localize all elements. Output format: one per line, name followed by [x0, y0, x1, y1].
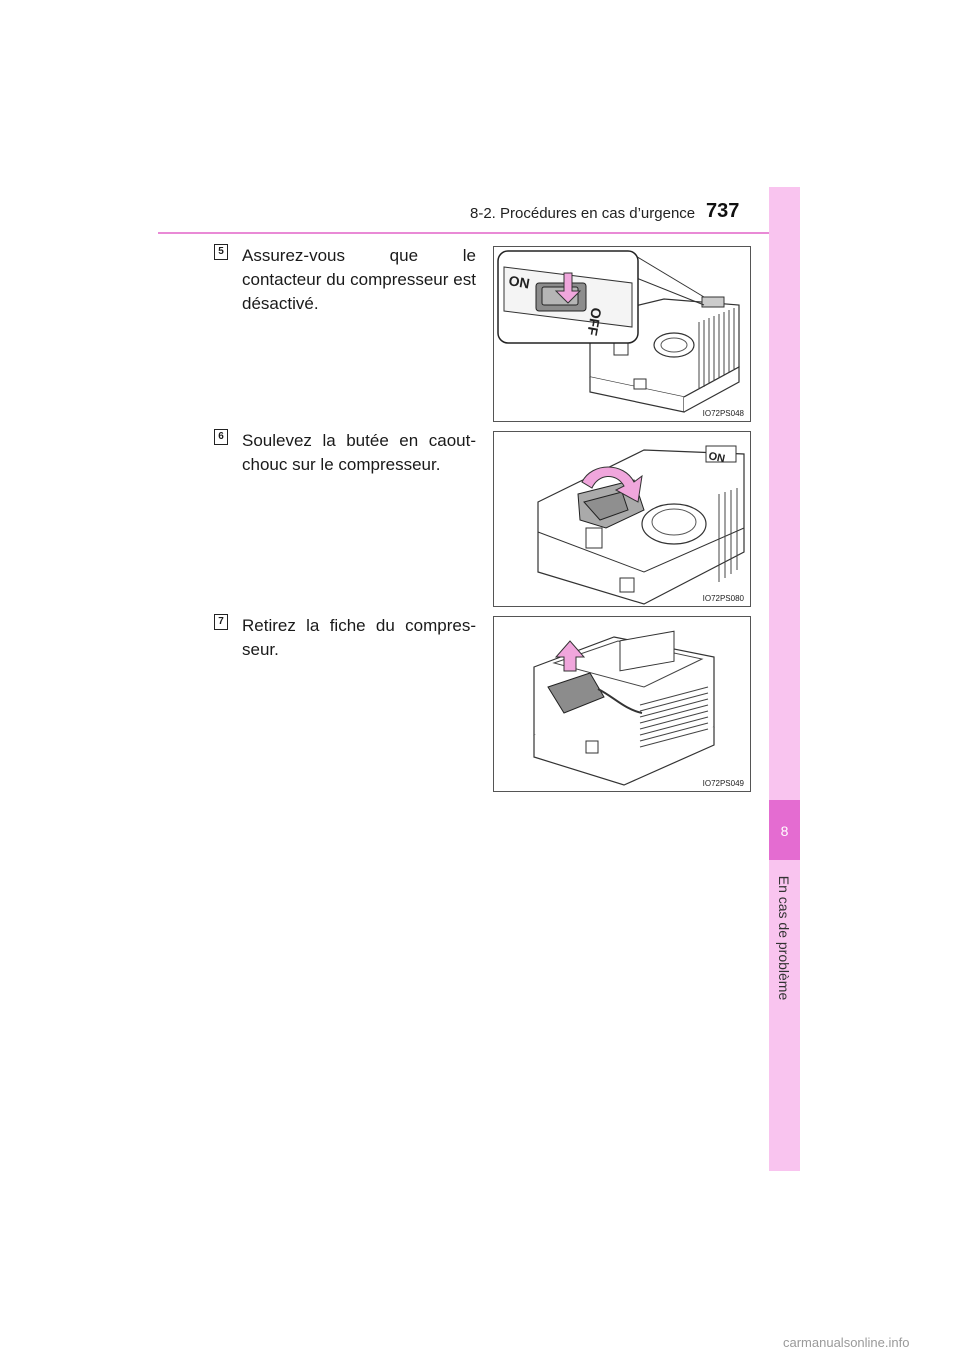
chapter-side-tab — [769, 187, 800, 1171]
figure-code: IO72PS049 — [702, 779, 744, 788]
on-label: ON — [707, 450, 726, 465]
figure-code: IO72PS048 — [702, 409, 744, 418]
step-number: 6 — [214, 429, 228, 445]
step-text: Retirez la fiche du compres-seur. — [242, 616, 476, 659]
page-number: 737 — [706, 200, 740, 222]
step-number: 5 — [214, 244, 228, 260]
on-label: ON — [507, 272, 530, 291]
chapter-tab-marker — [769, 800, 800, 860]
figure-code: IO72PS080 — [702, 594, 744, 603]
compressor-plug-illustration — [533, 630, 715, 786]
header-divider — [158, 232, 800, 234]
chapter-title: En cas de problème — [776, 875, 792, 1001]
rubber-stopper-illustration: ON — [537, 445, 745, 605]
chapter-number: 8 — [780, 823, 789, 839]
step-number: 7 — [214, 614, 228, 630]
step-text: Assurez-vous que le contacteur du compre… — [242, 246, 476, 313]
figure-compressor-switch: ON OFF IO72PS048 — [493, 246, 751, 422]
off-label: OFF — [584, 306, 605, 337]
step-7: 7 Retirez la fiche du compres-seur. — [214, 614, 476, 662]
watermark: carmanualsonline.info — [783, 1335, 910, 1350]
step-text: Soulevez la butée en caout-chouc sur le … — [242, 431, 476, 474]
section-title: 8-2. Procédures en cas d’urgence — [470, 205, 696, 222]
compressor-switch-illustration: ON OFF — [497, 250, 740, 413]
figure-rubber-stopper: ON IO72PS080 — [493, 431, 751, 607]
figure-compressor-plug: IO72PS049 — [493, 616, 751, 792]
step-6: 6 Soulevez la butée en caout-chouc sur l… — [214, 429, 476, 477]
step-5: 5 Assurez-vous que le contacteur du comp… — [214, 244, 476, 316]
